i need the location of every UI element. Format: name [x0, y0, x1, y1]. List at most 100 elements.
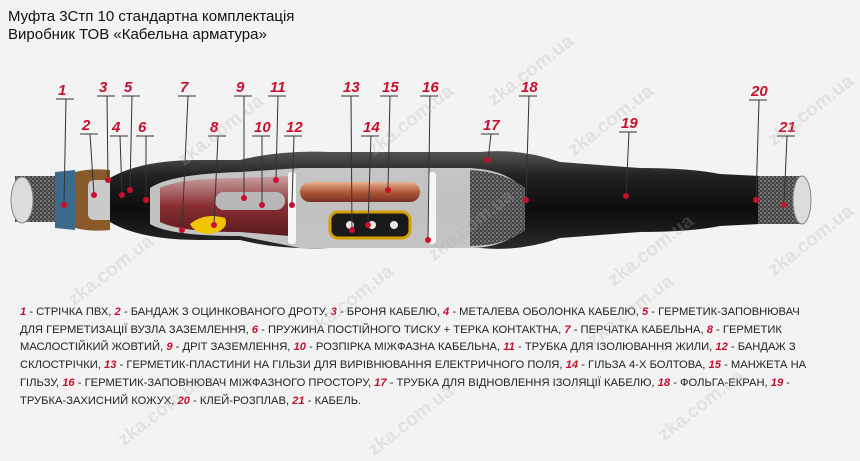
leader-line-13: [350, 95, 353, 231]
callout-number-12: 12: [286, 119, 303, 136]
left-cable-end: [10, 176, 34, 224]
legend-item: 14 - гільза 4-х болтова,: [566, 359, 709, 371]
leader-dot-9: [241, 195, 247, 201]
leader-line-15: [387, 95, 391, 191]
legend-number: 6: [251, 323, 259, 336]
legend-item: 18 - фольга-екран,: [658, 377, 771, 389]
leader-dot-16: [425, 237, 431, 243]
legend: 1 - стрічка ПВХ, 2 - бандаж з оцинковано…: [20, 304, 820, 410]
callout-number-18: 18: [521, 79, 538, 96]
legend-text: - клей-розплав,: [189, 394, 293, 407]
legend-text: - гільза 4-х болтова,: [578, 359, 709, 372]
legend-item: 5 - герметик-заповнювач для герметизації…: [20, 306, 800, 336]
phase-core-insulation: [300, 182, 420, 202]
legend-text: - бандаж з оцинкованого дроту,: [120, 306, 331, 318]
leader-line-19: [625, 131, 630, 197]
legend-text: - кабель.: [304, 394, 362, 407]
leader-dot-20: [753, 197, 759, 203]
legend-number: 8: [706, 323, 713, 336]
callout-number-3: 3: [99, 79, 108, 96]
leader-line-1: [63, 98, 67, 206]
legend-text: - герметик маслостійкий жовтий,: [20, 323, 782, 354]
title-line-1: Муфта 3Стп 10 стандартна комплектація: [8, 8, 295, 25]
legend-text: - герметик-пластини на гільзи для вирівн…: [116, 359, 566, 372]
callout-number-2: 2: [81, 117, 91, 134]
legend-number: 4: [442, 306, 450, 318]
callout-number-1: 1: [58, 82, 66, 99]
legend-item: 8 - герметик маслостійкий жовтий,: [20, 324, 782, 354]
callout-number-19: 19: [621, 115, 638, 132]
legend-text: - броня кабелю,: [336, 306, 443, 318]
spacer-right: [428, 172, 436, 244]
leader-dot-13: [349, 227, 355, 233]
legend-number: 18: [657, 376, 671, 389]
legend-number: 17: [374, 376, 387, 389]
callout-number-15: 15: [382, 79, 399, 96]
legend-text: - розпірка міжфазна кабельна,: [305, 341, 504, 354]
leader-line-17: [487, 133, 492, 161]
callout-number-14: 14: [363, 119, 380, 136]
legend-item: 7 - перчатка кабельна,: [564, 324, 706, 336]
leader-line-20: [755, 99, 760, 201]
legend-text: - герметик-заповнювач для герметизації в…: [20, 306, 800, 336]
callout-number-17: 17: [483, 117, 500, 134]
leader-dot-15: [385, 187, 391, 193]
callout-number-20: 20: [750, 83, 768, 100]
legend-number: 13: [103, 359, 117, 372]
leader-dot-1: [61, 202, 67, 208]
right-cable-end: [792, 175, 812, 225]
legend-item: 1 - стрічка ПВХ,: [20, 306, 115, 318]
legend-text: - фольга-екран,: [670, 376, 771, 389]
yellow-sealant: [190, 216, 226, 234]
callout-number-4: 4: [111, 119, 121, 136]
legend-item: 20 - клей-розплав,: [177, 395, 292, 407]
legend-number: 19: [770, 376, 784, 389]
left-armour: [55, 170, 75, 230]
bolt-3: [390, 221, 398, 229]
leader-line-3: [106, 95, 109, 181]
phase-core-1: [215, 192, 285, 210]
legend-item: 12 - бандаж з склострічки,: [20, 341, 796, 371]
leader-dot-12: [289, 202, 295, 208]
legend-item: 4 - металева оболонка кабелю,: [443, 306, 642, 318]
callout-number-5: 5: [124, 79, 133, 96]
leader-line-7: [181, 95, 189, 231]
legend-number: 2: [114, 306, 121, 318]
leader-line-11: [275, 95, 279, 181]
callout-number-7: 7: [180, 79, 189, 96]
leader-line-21: [783, 135, 788, 206]
legend-number: 15: [708, 359, 721, 372]
legend-text: - трубка для відновлення ізоляції кабелю…: [386, 376, 658, 389]
leader-dot-18: [523, 197, 529, 203]
legend-text: - дріт заземлення,: [172, 341, 294, 354]
legend-item: 13 - герметик-пластини на гільзи для вир…: [104, 359, 566, 371]
leader-dot-3: [105, 177, 111, 183]
legend-item: 11 - трубка для ізолювання жили,: [503, 341, 715, 353]
leader-dot-5: [127, 187, 133, 193]
legend-text: - герметик-заповнювач міжфазного простор…: [74, 376, 375, 389]
legend-number: 12: [715, 341, 728, 354]
legend-item: 9 - дріт заземлення,: [166, 341, 293, 353]
leader-line-16: [427, 95, 431, 241]
legend-text: - стрічка ПВХ,: [26, 306, 115, 318]
legend-number: 3: [330, 306, 337, 318]
leader-dot-8: [211, 222, 217, 228]
legend-item: 3 - броня кабелю,: [331, 306, 443, 318]
legend-item: 10 - розпірка міжфазна кабельна,: [293, 341, 503, 353]
legend-number: 14: [565, 359, 579, 372]
leader-dot-7: [179, 227, 185, 233]
legend-item: 21 - кабель.: [292, 395, 361, 407]
callout-number-6: 6: [138, 119, 147, 136]
legend-number: 9: [166, 341, 173, 354]
legend-text: - трубка-захисний кожух,: [20, 376, 791, 407]
legend-text: - пружина постійного тиску + терка конта…: [258, 323, 565, 336]
leader-dot-6: [143, 197, 149, 203]
leader-dot-10: [259, 202, 265, 208]
leader-dot-17: [485, 157, 491, 163]
page-title: Муфта 3Стп 10 стандартна комплектація Ви…: [8, 8, 294, 44]
leader-dot-2: [91, 192, 97, 198]
legend-text: - манжета на гільзу,: [20, 359, 807, 389]
callout-number-9: 9: [236, 79, 245, 96]
callout-number-10: 10: [254, 119, 271, 136]
